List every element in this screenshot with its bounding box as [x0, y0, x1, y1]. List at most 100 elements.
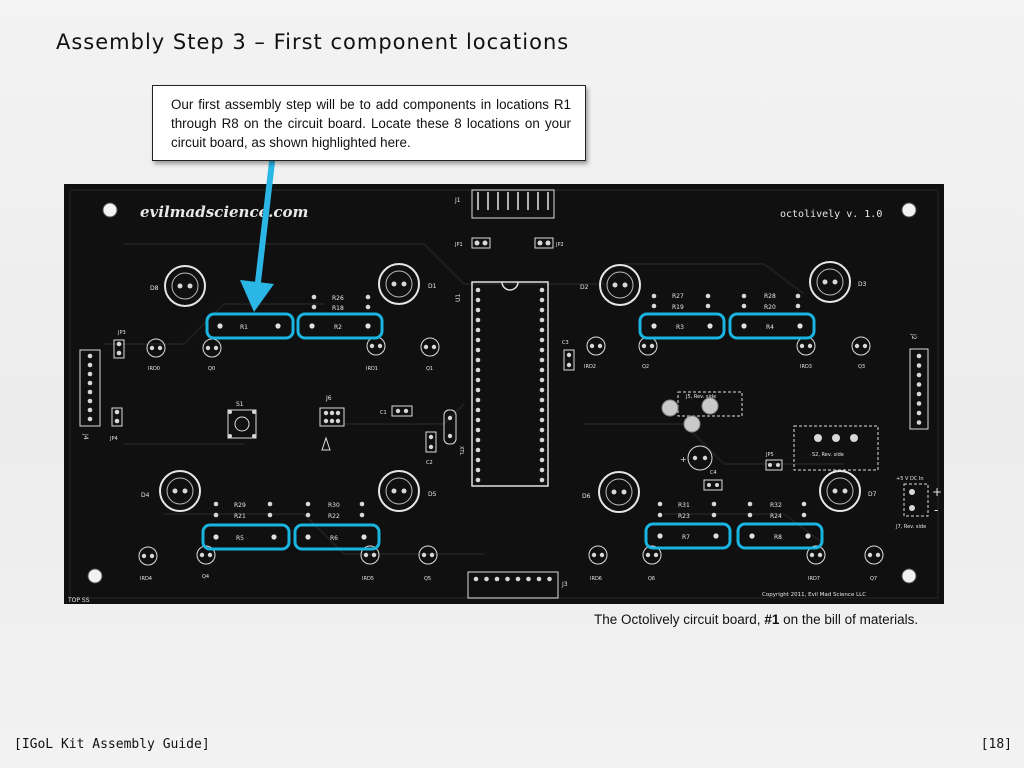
transistor-q1: Q1	[420, 337, 440, 372]
label-d8: D8	[150, 285, 159, 292]
pin-pad	[475, 287, 481, 293]
phototransistor-ird6: IRD6	[588, 545, 608, 582]
pin-pad	[539, 437, 545, 443]
pin-pad	[539, 317, 545, 323]
pin-pad	[539, 467, 545, 473]
label-r2: R2	[334, 324, 342, 331]
pin-pad	[539, 427, 545, 433]
mounting-holes	[87, 202, 917, 584]
label-q7: Q7	[870, 576, 877, 582]
pin-pad	[539, 447, 545, 453]
label-r21: R21	[234, 513, 246, 520]
label-j5: J5, Rev. side	[685, 394, 716, 400]
header-j6: J6	[319, 395, 345, 451]
pin-pad	[539, 337, 545, 343]
pin-pad	[484, 576, 489, 582]
label-r7: R7	[682, 534, 690, 541]
label-r24: R24	[770, 513, 782, 520]
pin-pad	[916, 410, 922, 416]
pin-pad	[916, 401, 922, 406]
jumper-jp5: JP5	[765, 452, 783, 471]
pin-pad	[916, 363, 922, 368]
pin-pad	[475, 337, 481, 343]
pin-pad	[539, 377, 545, 383]
resistor-r6-highlight: R6	[293, 523, 381, 551]
resistor-r30: R30	[305, 501, 365, 509]
label-d2: D2	[580, 284, 589, 291]
label-d1: D1	[428, 283, 437, 290]
resistor-r19: R19	[651, 303, 711, 311]
label-jp4: JP4	[109, 436, 118, 442]
pin-pad	[515, 576, 521, 582]
led-d8: D8	[150, 265, 206, 307]
pin-pad	[87, 380, 93, 386]
pin-pad	[916, 353, 922, 359]
pin-pad	[916, 420, 922, 425]
pin-pad	[475, 417, 481, 423]
resistor-r27: R27	[651, 293, 711, 300]
phototransistor-ird2: IRD2	[584, 336, 606, 370]
pin-pad	[916, 391, 922, 397]
label-r22: R22	[328, 513, 340, 520]
phototransistor-ird7: IRD7	[806, 545, 826, 582]
jumper-jp1: JP1	[454, 237, 491, 249]
label-q5: Q5	[424, 576, 431, 582]
board-version: octolively v. 1.0	[780, 209, 882, 220]
phototransistor-ird0: IRD0	[146, 338, 166, 372]
pcb-body	[64, 184, 944, 604]
label-ird4: IRD4	[140, 576, 152, 582]
header-j1: J1	[454, 189, 555, 219]
label-r4: R4	[766, 324, 774, 331]
transistor-q7: Q7	[864, 545, 884, 582]
label-q2: Q2	[642, 364, 649, 370]
pin-pad	[526, 576, 531, 582]
pin-pad	[87, 398, 93, 404]
label-ird7: IRD7	[808, 576, 820, 582]
led-d2: D2	[580, 264, 641, 306]
pin-pad	[475, 427, 481, 433]
resistor-r8-highlight: R8	[736, 522, 824, 550]
capacitor-c4: + C4	[680, 445, 723, 491]
label-r31: R31	[678, 502, 690, 509]
label-q0: Q0	[208, 366, 215, 372]
pin-pad	[539, 397, 545, 403]
capacitor-c1: C1	[380, 405, 413, 417]
pin-pad	[475, 437, 481, 443]
pin-pad	[547, 576, 552, 582]
pin-pad	[475, 367, 481, 373]
jumper-jp2: JP2	[534, 237, 564, 249]
pin-pad	[494, 576, 500, 582]
pin-pad	[475, 407, 481, 413]
label-r30: R30	[328, 502, 340, 509]
label-r8: R8	[774, 534, 782, 541]
crystal-xtl: XTL	[443, 409, 464, 455]
resistor-r2-highlight: R2	[296, 312, 384, 340]
svg-text:-: -	[934, 503, 938, 517]
resistor-r4-highlight: R4	[728, 312, 816, 340]
pin-pad	[475, 307, 481, 313]
led-d4: D4	[141, 470, 201, 512]
pin-pad	[475, 377, 481, 383]
board-top-ss: TOP SS	[67, 597, 90, 604]
label-ird0: IRD0	[148, 366, 160, 372]
pin-pad	[539, 287, 545, 293]
svg-text:+: +	[680, 455, 687, 464]
label-r27: R27	[672, 293, 684, 300]
pin-pad	[473, 576, 479, 582]
label-j6: J6	[325, 395, 332, 402]
header-j4: J4	[79, 349, 101, 440]
label-r1: R1	[240, 324, 248, 331]
label-r32: R32	[770, 502, 782, 509]
label-jp5: JP5	[765, 452, 774, 458]
pin-pad	[475, 387, 481, 393]
resistor-r29: R29	[213, 501, 273, 509]
phototransistor-ird5: IRD5	[360, 545, 380, 582]
board-copyright: Copyright 2011, Evil Mad Science LLC	[762, 592, 866, 598]
jumper-jp4: JP4	[109, 407, 123, 442]
label-u1: U1	[455, 294, 462, 302]
ic-socket-u1: U1	[455, 281, 549, 487]
label-r20: R20	[764, 304, 776, 311]
switch-s1: S1	[227, 401, 257, 439]
resistor-r1-highlight: R1	[205, 312, 295, 340]
pin-pad	[475, 317, 481, 323]
